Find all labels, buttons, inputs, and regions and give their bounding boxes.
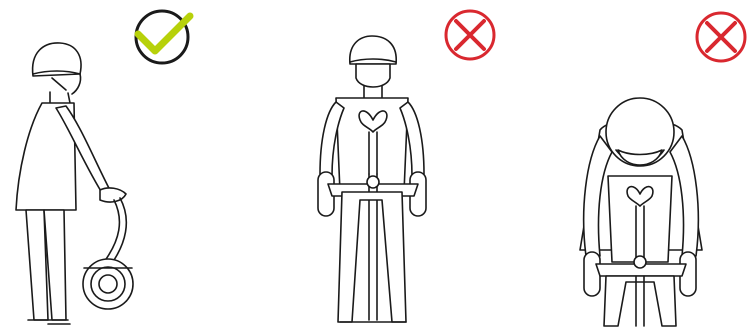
rider-front-bent — [580, 98, 702, 326]
cross-circle-icon — [446, 11, 494, 59]
posture-wrong-bent-panel — [580, 13, 745, 326]
checkmark-circle-icon — [136, 11, 190, 63]
posture-wrong-upright-panel — [318, 11, 494, 322]
posture-correct-panel — [16, 11, 190, 324]
cross-circle-icon — [697, 13, 745, 61]
rider-front-upright — [318, 36, 426, 322]
scooter-side-view — [83, 198, 133, 309]
